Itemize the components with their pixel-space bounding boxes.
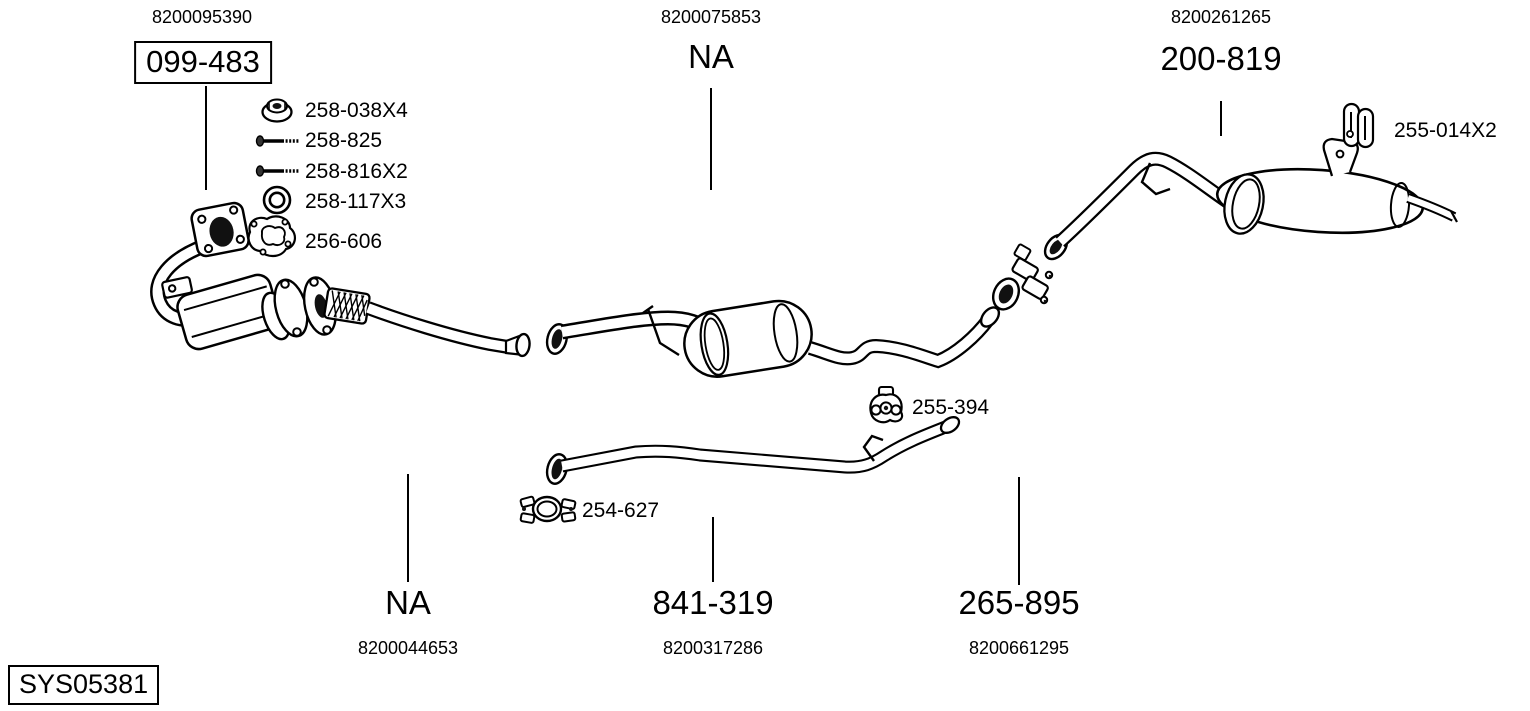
catalyst-body: [176, 273, 281, 351]
hardware-part-label: 258-816X2: [305, 160, 408, 183]
hardware-part-label: 258-038X4: [305, 99, 408, 122]
callout-part-label: 255-394: [912, 396, 990, 419]
gasket-icon: [247, 215, 296, 258]
rear-muffler-endcap-inner: [1231, 178, 1261, 230]
tailpipe-cut: [1450, 210, 1458, 223]
pipe-clamp-icon: [519, 495, 577, 524]
center-hanger-rod: [642, 305, 680, 357]
rear-hanger-bracket: [1322, 137, 1359, 177]
flange-nut-icon: [261, 98, 293, 123]
rear-hanger-rod: [1140, 162, 1171, 196]
intermediate-pipe-end: [939, 416, 961, 434]
rubber-mount-icon: [869, 385, 904, 424]
intermediate-hanger-rod: [862, 434, 884, 462]
oem-number-flex: 8200044653: [357, 638, 459, 658]
hardware-part-label: 258-825: [305, 129, 383, 152]
part-number-rearpipe: 265-895: [958, 584, 1080, 621]
bolt-icon: [255, 135, 300, 147]
part-number-flex: NA: [385, 584, 431, 621]
callout-part-label: 255-014X2: [1394, 119, 1497, 142]
oem-number-intermediate: 8200317286: [662, 638, 764, 658]
washer-icon: [262, 185, 292, 215]
center-muffler-assembly: [545, 299, 1001, 378]
part-number-rear: 200-819: [1160, 40, 1282, 77]
front-pipe-open-end: [515, 332, 531, 358]
exhaust-hanger-icon: [1342, 102, 1375, 149]
leader-lines: [205, 86, 1222, 585]
callout-part-label: 254-627: [582, 499, 660, 522]
oem-number-rearpipe: 8200661295: [968, 638, 1070, 658]
hardware-part-label: 256-606: [305, 230, 383, 253]
oem-number-rear: 8200261265: [1170, 7, 1272, 27]
manifold-flange: [190, 201, 250, 258]
part-number-intermediate: 841-319: [652, 584, 774, 621]
intermediate-pipe: [545, 416, 961, 485]
hardware-part-label: 258-117X3: [305, 190, 407, 213]
hanger-tab: [161, 276, 193, 299]
part-number-front: 099-483: [134, 41, 272, 84]
system-code-box: SYS05381: [8, 665, 160, 706]
oem-number-front: 8200095390: [151, 7, 253, 27]
part-number-center: NA: [688, 38, 734, 75]
center-muffler-body: [683, 299, 813, 378]
flex-corrugation: [323, 287, 371, 325]
flex-pipe-section: [302, 276, 531, 358]
front-downpipe-catalyst: [150, 201, 309, 351]
coupling-clamp: [991, 243, 1054, 311]
rear-muffler-rim: [1389, 182, 1411, 228]
oem-number-center: 8200075853: [660, 7, 762, 27]
bolt-icon: [255, 165, 300, 177]
rear-silencer-assembly: [1043, 137, 1458, 261]
